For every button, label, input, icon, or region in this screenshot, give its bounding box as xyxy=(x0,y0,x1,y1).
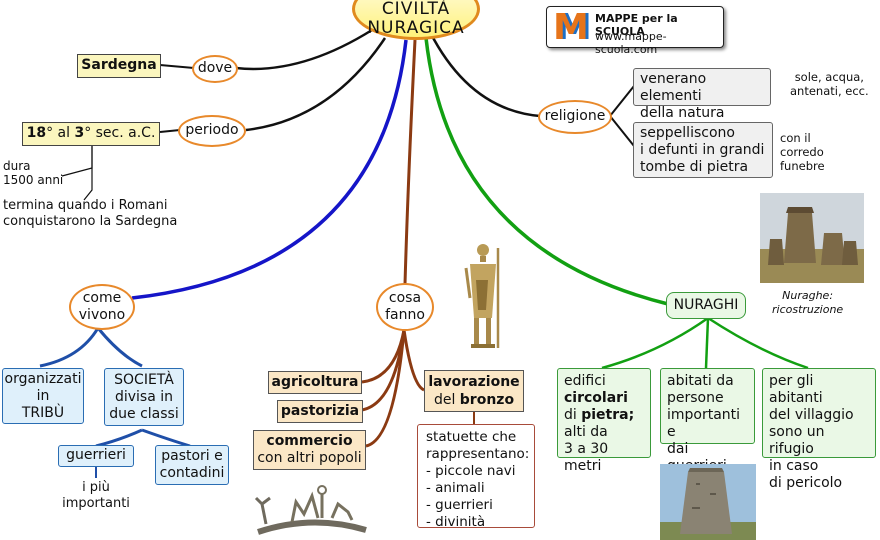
line-note-dura xyxy=(61,144,93,177)
periodo-node: periodo xyxy=(178,115,246,147)
guerrieri-box: guerrieri xyxy=(58,445,134,467)
agricoltura-box: agricoltura xyxy=(268,371,362,394)
line-note-termina xyxy=(83,144,93,201)
line-religione-item1 xyxy=(609,85,635,117)
center-node: CIVILTÀ NURAGICA xyxy=(352,0,480,40)
line-center-dove xyxy=(235,28,373,71)
center-title-line2: NURAGICA xyxy=(367,18,465,38)
religione-node: religione xyxy=(538,100,612,134)
line-comevivono-societa xyxy=(96,327,143,368)
period-date-box: 18° al 3° sec. a.C. xyxy=(22,122,160,146)
line-cosafanno-bronzo xyxy=(402,329,425,392)
bronze-statuette-image xyxy=(464,244,500,348)
logo-url: www.mappe-scuola.com xyxy=(595,30,667,56)
line-dove-sardegna xyxy=(159,64,195,69)
line-cosafanno-commercio xyxy=(365,329,406,448)
bronze-boat-image xyxy=(254,485,367,535)
line-comevivono-tribu xyxy=(39,327,100,368)
dove-node: dove xyxy=(192,55,238,83)
nuraghe-reconstruction-image xyxy=(760,193,864,283)
nuraghi-node: NURAGHI xyxy=(666,292,746,319)
line-center-comevivono xyxy=(131,39,408,300)
line-nuraghi-box2 xyxy=(704,317,710,369)
line-cosafanno-pastorizia xyxy=(361,329,406,412)
logo-m-icon: M xyxy=(553,7,589,48)
line-center-cosafanno xyxy=(403,39,417,285)
nuraghe-caption: Nuraghe:ricostruzione xyxy=(772,289,844,316)
center-title-line1: CIVILTÀ xyxy=(381,0,451,19)
line-periodo-date xyxy=(159,129,181,133)
line-societa-guerrieri xyxy=(95,428,143,448)
line-societa-pastori xyxy=(141,428,191,448)
commercio-box: commercio con altri popoli xyxy=(253,430,366,470)
line-center-nuraghi xyxy=(424,37,669,306)
pastorizia-box: pastorizia xyxy=(277,400,363,423)
line-nuraghi-box3 xyxy=(707,316,809,370)
line-religione-item2 xyxy=(609,115,635,147)
nature-note: sole, acqua,antenati, ecc. xyxy=(790,70,869,98)
nuraghe-photo-image xyxy=(660,464,756,540)
line-center-periodo xyxy=(245,37,387,132)
line-center-religione xyxy=(428,31,541,118)
mappe-scuola-logo[interactable]: M MAPPE per la SCUOLA www.mappe-scuola.c… xyxy=(546,6,724,56)
nuraghi-box-circular: edifici circolari di pietra; alti da 3 a… xyxy=(557,368,651,474)
line-nuraghi-box1 xyxy=(601,316,709,370)
sardegna-box: Sardegna xyxy=(77,54,161,78)
bronzo-box: lavorazione del bronzo xyxy=(424,370,524,412)
logo-brand: MAPPE per la SCUOLA xyxy=(595,12,678,38)
